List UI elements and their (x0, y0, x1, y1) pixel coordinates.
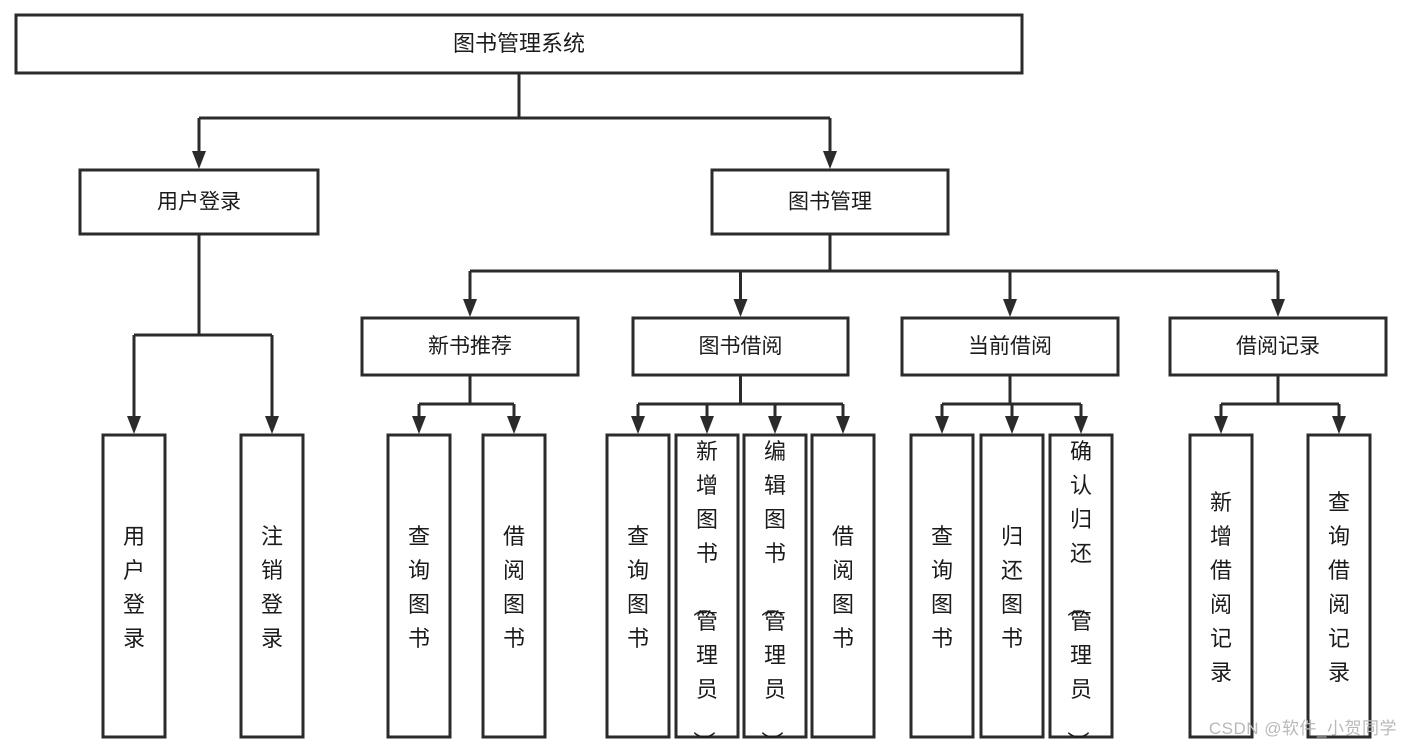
node-leaf_rec_borrow[interactable]: 借阅图书 (481, 433, 547, 739)
connector-group-book_manage (470, 234, 1278, 273)
node-box[interactable] (14, 13, 1024, 75)
node-label: 图书管理 (788, 191, 872, 214)
connector-group-book_borrow (638, 375, 843, 406)
node-leaf_rec_search[interactable]: 查询借阅记录 (1306, 433, 1372, 739)
node-label: 图书借阅 (699, 335, 783, 358)
node-label: 用户登录 (157, 191, 241, 214)
node-box[interactable] (1168, 316, 1388, 377)
connector-arrowhead (1332, 416, 1346, 434)
connector-arrowhead (127, 416, 141, 434)
node-box[interactable] (900, 316, 1120, 377)
node-label: 借阅图书 (832, 524, 854, 651)
node-box[interactable] (101, 433, 167, 739)
connector-arrowhead (823, 151, 837, 169)
node-label: 查询借阅记录 (1328, 490, 1350, 685)
connector-arrowhead (507, 416, 521, 434)
connector-arrowhead (1214, 416, 1228, 434)
connector-arrowhead (1003, 299, 1017, 317)
node-leaf_borrow_add[interactable]: 新增图书（管理员） (674, 433, 740, 752)
node-label: 查询图书 (627, 524, 649, 651)
node-box[interactable] (239, 433, 305, 739)
node-label: 图书管理系统 (453, 31, 585, 56)
node-leaf_borrow_query[interactable]: 查询图书 (605, 433, 671, 739)
node-book_manage[interactable]: 图书管理 (710, 168, 950, 236)
node-box[interactable] (78, 168, 320, 236)
node-label: 新增借阅记录 (1210, 490, 1232, 685)
connector-arrowhead (265, 416, 279, 434)
node-box[interactable] (979, 433, 1045, 739)
node-box[interactable] (605, 433, 671, 739)
node-label: 借阅记录 (1236, 335, 1320, 358)
node-box[interactable] (386, 433, 452, 739)
node-book_borrow[interactable]: 图书借阅 (631, 316, 850, 377)
connector-arrowhead (768, 416, 782, 434)
connector-arrowhead (631, 416, 645, 434)
node-label: 编辑图书（管理员） (759, 439, 786, 747)
connector-arrowhead (463, 299, 477, 317)
node-root[interactable]: 图书管理系统 (14, 13, 1024, 75)
connector-group-new_book_rec (419, 375, 514, 406)
node-new_book_rec[interactable]: 新书推荐 (360, 316, 580, 377)
node-box[interactable] (1188, 433, 1254, 739)
node-box[interactable] (909, 433, 975, 739)
node-borrow_record[interactable]: 借阅记录 (1168, 316, 1388, 377)
node-leaf_user_logout[interactable]: 注销登录 (239, 433, 305, 739)
node-label: 查询图书 (408, 524, 430, 651)
node-leaf_borrow_take[interactable]: 借阅图书 (810, 433, 876, 739)
node-current_borrow[interactable]: 当前借阅 (900, 316, 1120, 377)
node-leaf_cur_return[interactable]: 归还图书 (979, 433, 1045, 739)
connector-arrowhead (412, 416, 426, 434)
node-box[interactable] (360, 316, 580, 377)
node-leaf_rec_query[interactable]: 查询图书 (386, 433, 452, 739)
node-leaf_user_login[interactable]: 用户登录 (101, 433, 167, 739)
node-label: 借阅图书 (503, 524, 525, 651)
node-label: 确认归还（管理员） (1065, 439, 1092, 747)
node-box[interactable] (710, 168, 950, 236)
node-box[interactable] (1048, 433, 1114, 739)
node-box[interactable] (631, 316, 850, 377)
node-box[interactable] (674, 433, 740, 739)
connector-group-user_login (134, 234, 272, 337)
node-box[interactable] (810, 433, 876, 739)
connector-group-root (199, 73, 830, 120)
connector-arrowhead (192, 151, 206, 169)
node-leaf_borrow_edit[interactable]: 编辑图书（管理员） (742, 433, 808, 752)
node-label: 查询图书 (931, 524, 953, 651)
node-label: 注销登录 (261, 524, 283, 651)
node-leaf_cur_confirm[interactable]: 确认归还（管理员） (1048, 433, 1114, 752)
node-label: 新增图书（管理员） (691, 439, 718, 747)
node-box[interactable] (742, 433, 808, 739)
node-leaf_rec_add[interactable]: 新增借阅记录 (1188, 433, 1254, 739)
node-leaf_cur_query[interactable]: 查询图书 (909, 433, 975, 739)
connector-arrowhead (700, 416, 714, 434)
connector-arrowhead (1074, 416, 1088, 434)
connector-arrowhead (836, 416, 850, 434)
node-label: 归还图书 (1001, 524, 1023, 651)
node-label: 当前借阅 (968, 335, 1052, 358)
node-label: 新书推荐 (428, 335, 512, 358)
connector-arrowhead (733, 299, 748, 317)
connector-arrowhead (1271, 299, 1285, 317)
connector-group-current_borrow (942, 375, 1081, 406)
connector-group-borrow_record (1221, 375, 1339, 406)
node-box[interactable] (1306, 433, 1372, 739)
connector-arrowhead (1005, 416, 1019, 434)
node-box[interactable] (481, 433, 547, 739)
node-user_login[interactable]: 用户登录 (78, 168, 320, 236)
connector-arrowhead (935, 416, 949, 434)
node-label: 用户登录 (123, 524, 145, 651)
